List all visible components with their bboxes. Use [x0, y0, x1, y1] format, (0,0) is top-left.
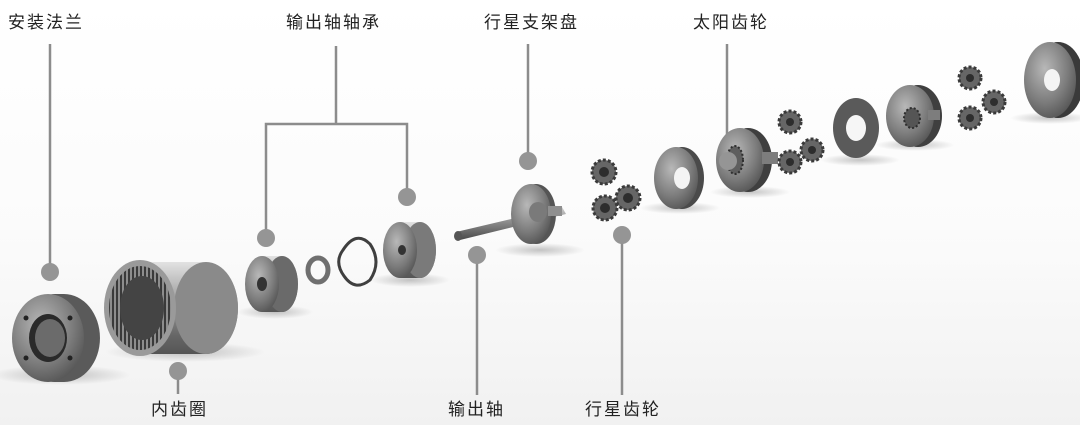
label-output-shaft-bearing: 输出轴轴承 [286, 13, 381, 33]
dot-inner-ring-gear [169, 362, 187, 380]
planet-carrier-part [511, 184, 562, 244]
dot-bearing-right [398, 188, 416, 206]
dot-mounting-flange [41, 263, 59, 281]
label-mounting-flange: 安装法兰 [8, 13, 84, 33]
dot-sun-gear [719, 152, 737, 170]
dot-output-shaft [468, 246, 486, 264]
label-sun-gear: 太阳齿轮 [693, 13, 769, 33]
mounting-flange-part [12, 294, 100, 382]
planet-gears-set-a [590, 158, 642, 222]
label-output-shaft: 输出轴 [448, 400, 505, 420]
label-planet-gears: 行星齿轮 [585, 400, 661, 420]
output-shaft-bearing-left-part [245, 256, 298, 312]
retaining-ring-part [305, 236, 378, 287]
sun-gear-part [716, 128, 778, 192]
label-planet-carrier: 行星支架盘 [484, 13, 579, 33]
end-cap-part [1024, 42, 1080, 118]
planet-gears-set-c [957, 65, 1007, 131]
leader-dots [41, 152, 737, 380]
label-inner-ring-gear: 内齿圈 [151, 400, 208, 420]
dot-planet-gears [613, 226, 631, 244]
inner-ring-gear-part [104, 260, 238, 356]
washer-part [833, 98, 879, 158]
carrier-disk-part [654, 147, 704, 209]
dot-bearing-left [257, 229, 275, 247]
dot-planet-carrier [519, 152, 537, 170]
planet-gears-set-b [777, 109, 825, 175]
leader-line-output-shaft-bearing [264, 122, 409, 237]
second-carrier-part [886, 85, 942, 147]
output-shaft-bearing-right-part [383, 222, 436, 278]
